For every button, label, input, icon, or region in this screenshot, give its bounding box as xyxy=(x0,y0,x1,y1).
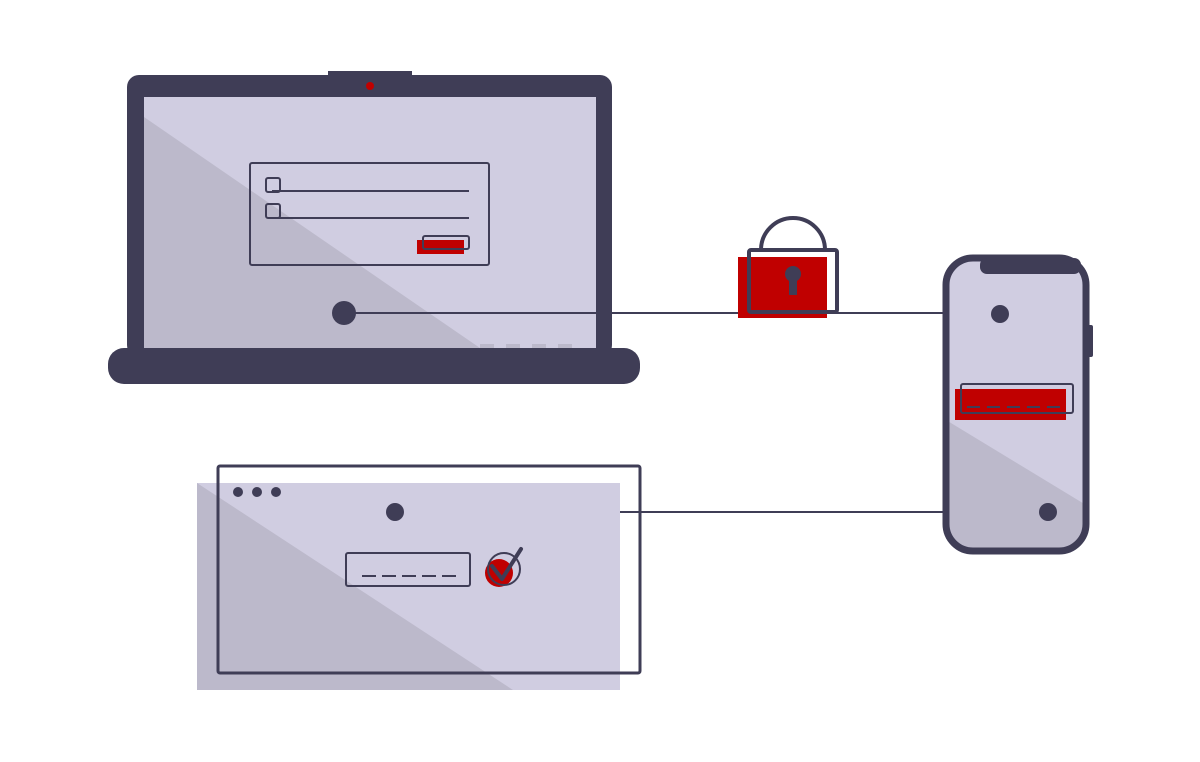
laptop-spacebar xyxy=(308,344,418,348)
login-button-outline xyxy=(422,235,470,250)
padlock-shackle xyxy=(759,216,827,252)
laptop-key xyxy=(230,344,244,348)
phone-password-field-outline xyxy=(960,383,1074,414)
laptop-camera-dot xyxy=(366,82,374,90)
login-button-fill xyxy=(417,240,464,254)
checkmark-icon xyxy=(485,547,523,587)
laptop-icon xyxy=(108,71,640,384)
laptop-key xyxy=(558,344,572,348)
phone-notch xyxy=(980,258,1081,274)
browser-dot-3 xyxy=(271,487,281,497)
phone-connection-node-top xyxy=(991,305,1009,323)
padlock-body-fill xyxy=(738,257,827,318)
checkmark-outline-circle xyxy=(487,552,521,586)
smartphone-icon xyxy=(942,254,1093,555)
phone-password-field-fill xyxy=(955,389,1066,420)
laptop-base xyxy=(108,348,640,384)
checkmark-tick xyxy=(490,547,523,581)
browser-connection-node xyxy=(386,503,404,521)
laptop-key xyxy=(282,344,296,348)
browser-code-field xyxy=(345,552,471,587)
browser-window-icon xyxy=(197,464,642,690)
browser-dot-2 xyxy=(252,487,262,497)
laptop-key xyxy=(506,344,520,348)
padlock-body-outline xyxy=(747,248,839,314)
laptop-key xyxy=(454,344,468,348)
phone-connection-node-bottom xyxy=(1039,503,1057,521)
laptop-key xyxy=(204,344,218,348)
laptop-key xyxy=(532,344,546,348)
laptop-key xyxy=(178,344,192,348)
laptop-screen-shadow xyxy=(144,117,480,348)
laptop-key xyxy=(152,344,166,348)
keyhole-slot xyxy=(789,274,797,295)
browser-frame xyxy=(216,464,642,675)
laptop-camera-notch xyxy=(328,71,412,81)
padlock-icon xyxy=(738,216,839,318)
login-form-frame xyxy=(249,162,490,266)
login-form xyxy=(249,162,490,266)
laptop-key xyxy=(428,344,442,348)
laptop-keys xyxy=(152,344,572,348)
laptop-key xyxy=(256,344,270,348)
laptop-key xyxy=(480,344,494,348)
phone-screen-shadow xyxy=(946,420,1086,551)
browser-dot-1 xyxy=(233,487,243,497)
